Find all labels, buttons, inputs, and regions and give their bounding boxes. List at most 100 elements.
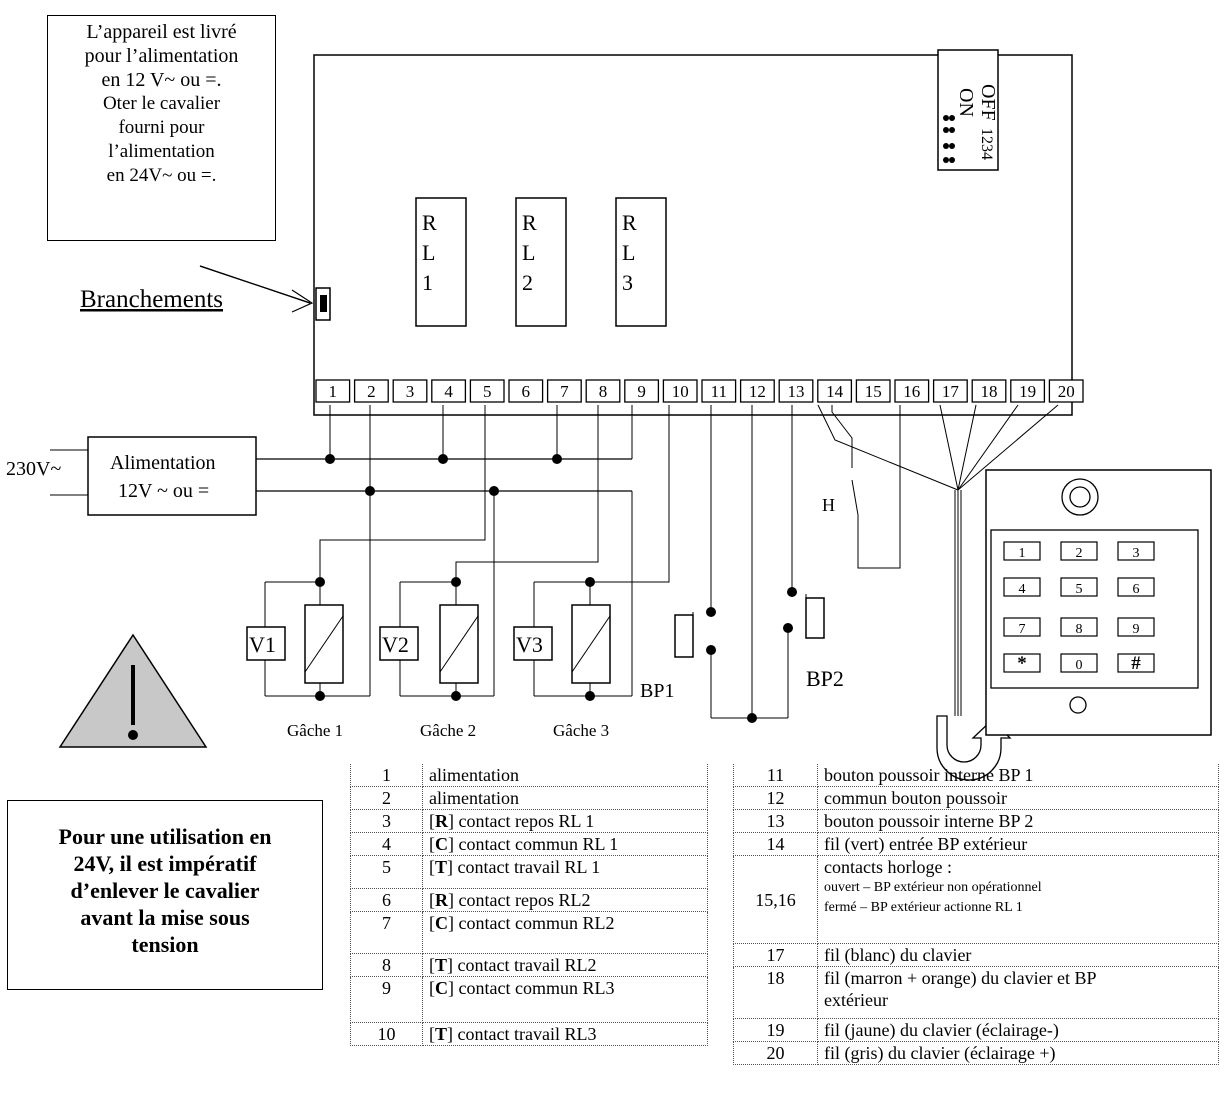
terminal-label: 7 bbox=[560, 382, 569, 401]
keypad-key-label: 4 bbox=[1019, 582, 1026, 597]
terminal-label: 1 bbox=[329, 382, 338, 401]
keypad-key-label: # bbox=[1131, 653, 1141, 674]
keypad-key bbox=[1060, 541, 1098, 561]
svg-text:1: 1 bbox=[422, 270, 433, 295]
terminal-label: 3 bbox=[406, 382, 415, 401]
svg-text:12V ~ ou =: 12V ~ ou = bbox=[118, 480, 209, 502]
svg-text:L: L bbox=[522, 240, 535, 265]
keypad-key bbox=[1003, 577, 1041, 597]
svg-text:V2: V2 bbox=[382, 632, 409, 657]
push-button-bp2 bbox=[783, 405, 825, 718]
keypad-key-label: 1 bbox=[1019, 546, 1026, 561]
terminal-7 bbox=[546, 379, 582, 403]
table-row: 9[C] contact commun RL3 bbox=[350, 976, 708, 1023]
terminal-label: 11 bbox=[711, 382, 727, 401]
jumper-pin bbox=[320, 295, 327, 312]
terminal-number: 6 bbox=[350, 888, 423, 912]
terminal-description: [T] contact travail RL 1 bbox=[422, 855, 708, 889]
supply-note: L’appareil est livré pour l’alimentation… bbox=[47, 15, 276, 241]
keypad-key-label: 7 bbox=[1019, 622, 1026, 637]
keypad-key bbox=[1060, 617, 1098, 637]
terminal-10 bbox=[662, 379, 698, 403]
power-supply-box bbox=[87, 436, 257, 516]
terminal-description: [T] contact travail RL2 bbox=[422, 953, 708, 977]
terminal-9 bbox=[624, 379, 660, 403]
push-button-bp1 bbox=[674, 405, 752, 719]
terminal-number: 4 bbox=[350, 832, 423, 856]
keypad-key bbox=[1117, 617, 1155, 637]
table-row: 10[T] contact travail RL3 bbox=[350, 1022, 708, 1046]
keypad-key-label: * bbox=[1017, 653, 1027, 674]
terminal-number: 9 bbox=[350, 976, 423, 1023]
terminal-label: 5 bbox=[483, 382, 492, 401]
terminal-label: 9 bbox=[637, 382, 646, 401]
terminal-3 bbox=[392, 379, 428, 403]
keypad-key-label: 5 bbox=[1076, 582, 1083, 597]
clock-contact-h: H bbox=[822, 405, 901, 569]
relay-rl2: R L 2 bbox=[515, 197, 567, 327]
terminal-description: [C] contact commun RL3 bbox=[422, 976, 708, 1023]
terminal-label: 20 bbox=[1058, 382, 1075, 401]
keypad-key-label: 6 bbox=[1133, 582, 1140, 597]
svg-text:Gâche 3: Gâche 3 bbox=[553, 721, 609, 740]
svg-text:L: L bbox=[422, 240, 435, 265]
dip-off-label: OFF bbox=[977, 84, 999, 121]
load-gache-2: V2 Gâche 2 bbox=[379, 577, 494, 740]
dip-on-label: ON bbox=[955, 88, 977, 117]
branchements-label: Branchements bbox=[80, 286, 223, 313]
terminal-label: 2 bbox=[367, 382, 376, 401]
svg-text:Alimentation: Alimentation bbox=[110, 452, 216, 474]
keypad-key bbox=[1003, 541, 1041, 561]
terminal-label: 6 bbox=[522, 382, 531, 401]
table-row: 5[T] contact travail RL 1 bbox=[350, 855, 708, 889]
terminal-18 bbox=[971, 379, 1007, 403]
keypad-key-label: 3 bbox=[1133, 546, 1140, 561]
svg-text:L: L bbox=[622, 240, 635, 265]
svg-text:R: R bbox=[622, 210, 637, 235]
keypad-key bbox=[1060, 653, 1098, 673]
terminal-number: 8 bbox=[350, 953, 423, 977]
terminal-number: 1 bbox=[350, 764, 423, 787]
terminal-number: 10 bbox=[350, 1022, 423, 1046]
keypad-key-label: 9 bbox=[1133, 622, 1140, 637]
keypad-key bbox=[1060, 577, 1098, 597]
terminal-16 bbox=[894, 379, 930, 403]
terminal-label: 13 bbox=[788, 382, 805, 401]
terminal-label: 17 bbox=[942, 382, 960, 401]
terminal-number: 7 bbox=[350, 911, 423, 954]
terminal-description: [C] contact commun RL2 bbox=[422, 911, 708, 954]
terminal-13 bbox=[778, 379, 814, 403]
terminal-label: 18 bbox=[981, 382, 998, 401]
terminal-17 bbox=[932, 379, 968, 403]
input-voltage: 230V~ bbox=[6, 458, 61, 480]
table-row: 6[R] contact repos RL2 bbox=[350, 888, 708, 912]
terminal-number: 2 bbox=[350, 786, 423, 810]
terminal-description: alimentation bbox=[422, 764, 708, 787]
terminal-12 bbox=[739, 379, 775, 403]
keypad-key bbox=[1003, 653, 1041, 673]
terminal-label: 14 bbox=[826, 382, 844, 401]
table-row: 7[C] contact commun RL2 bbox=[350, 911, 708, 954]
dip-switch: ON OFF 1234 bbox=[937, 49, 999, 171]
terminal-label: 10 bbox=[672, 382, 689, 401]
terminal-15 bbox=[855, 379, 891, 403]
terminal-number: 5 bbox=[350, 855, 423, 889]
relay-rl1: R L 1 bbox=[415, 197, 467, 327]
load-gache-1: V1 Gâche 1 bbox=[246, 577, 370, 740]
terminal-20 bbox=[1048, 379, 1084, 403]
terminal-description: [R] contact repos RL2 bbox=[422, 888, 708, 912]
terminal-label: 19 bbox=[1019, 382, 1036, 401]
terminal-2 bbox=[353, 379, 389, 403]
bp1-label: BP1 bbox=[640, 680, 674, 702]
terminal-1 bbox=[315, 379, 351, 403]
